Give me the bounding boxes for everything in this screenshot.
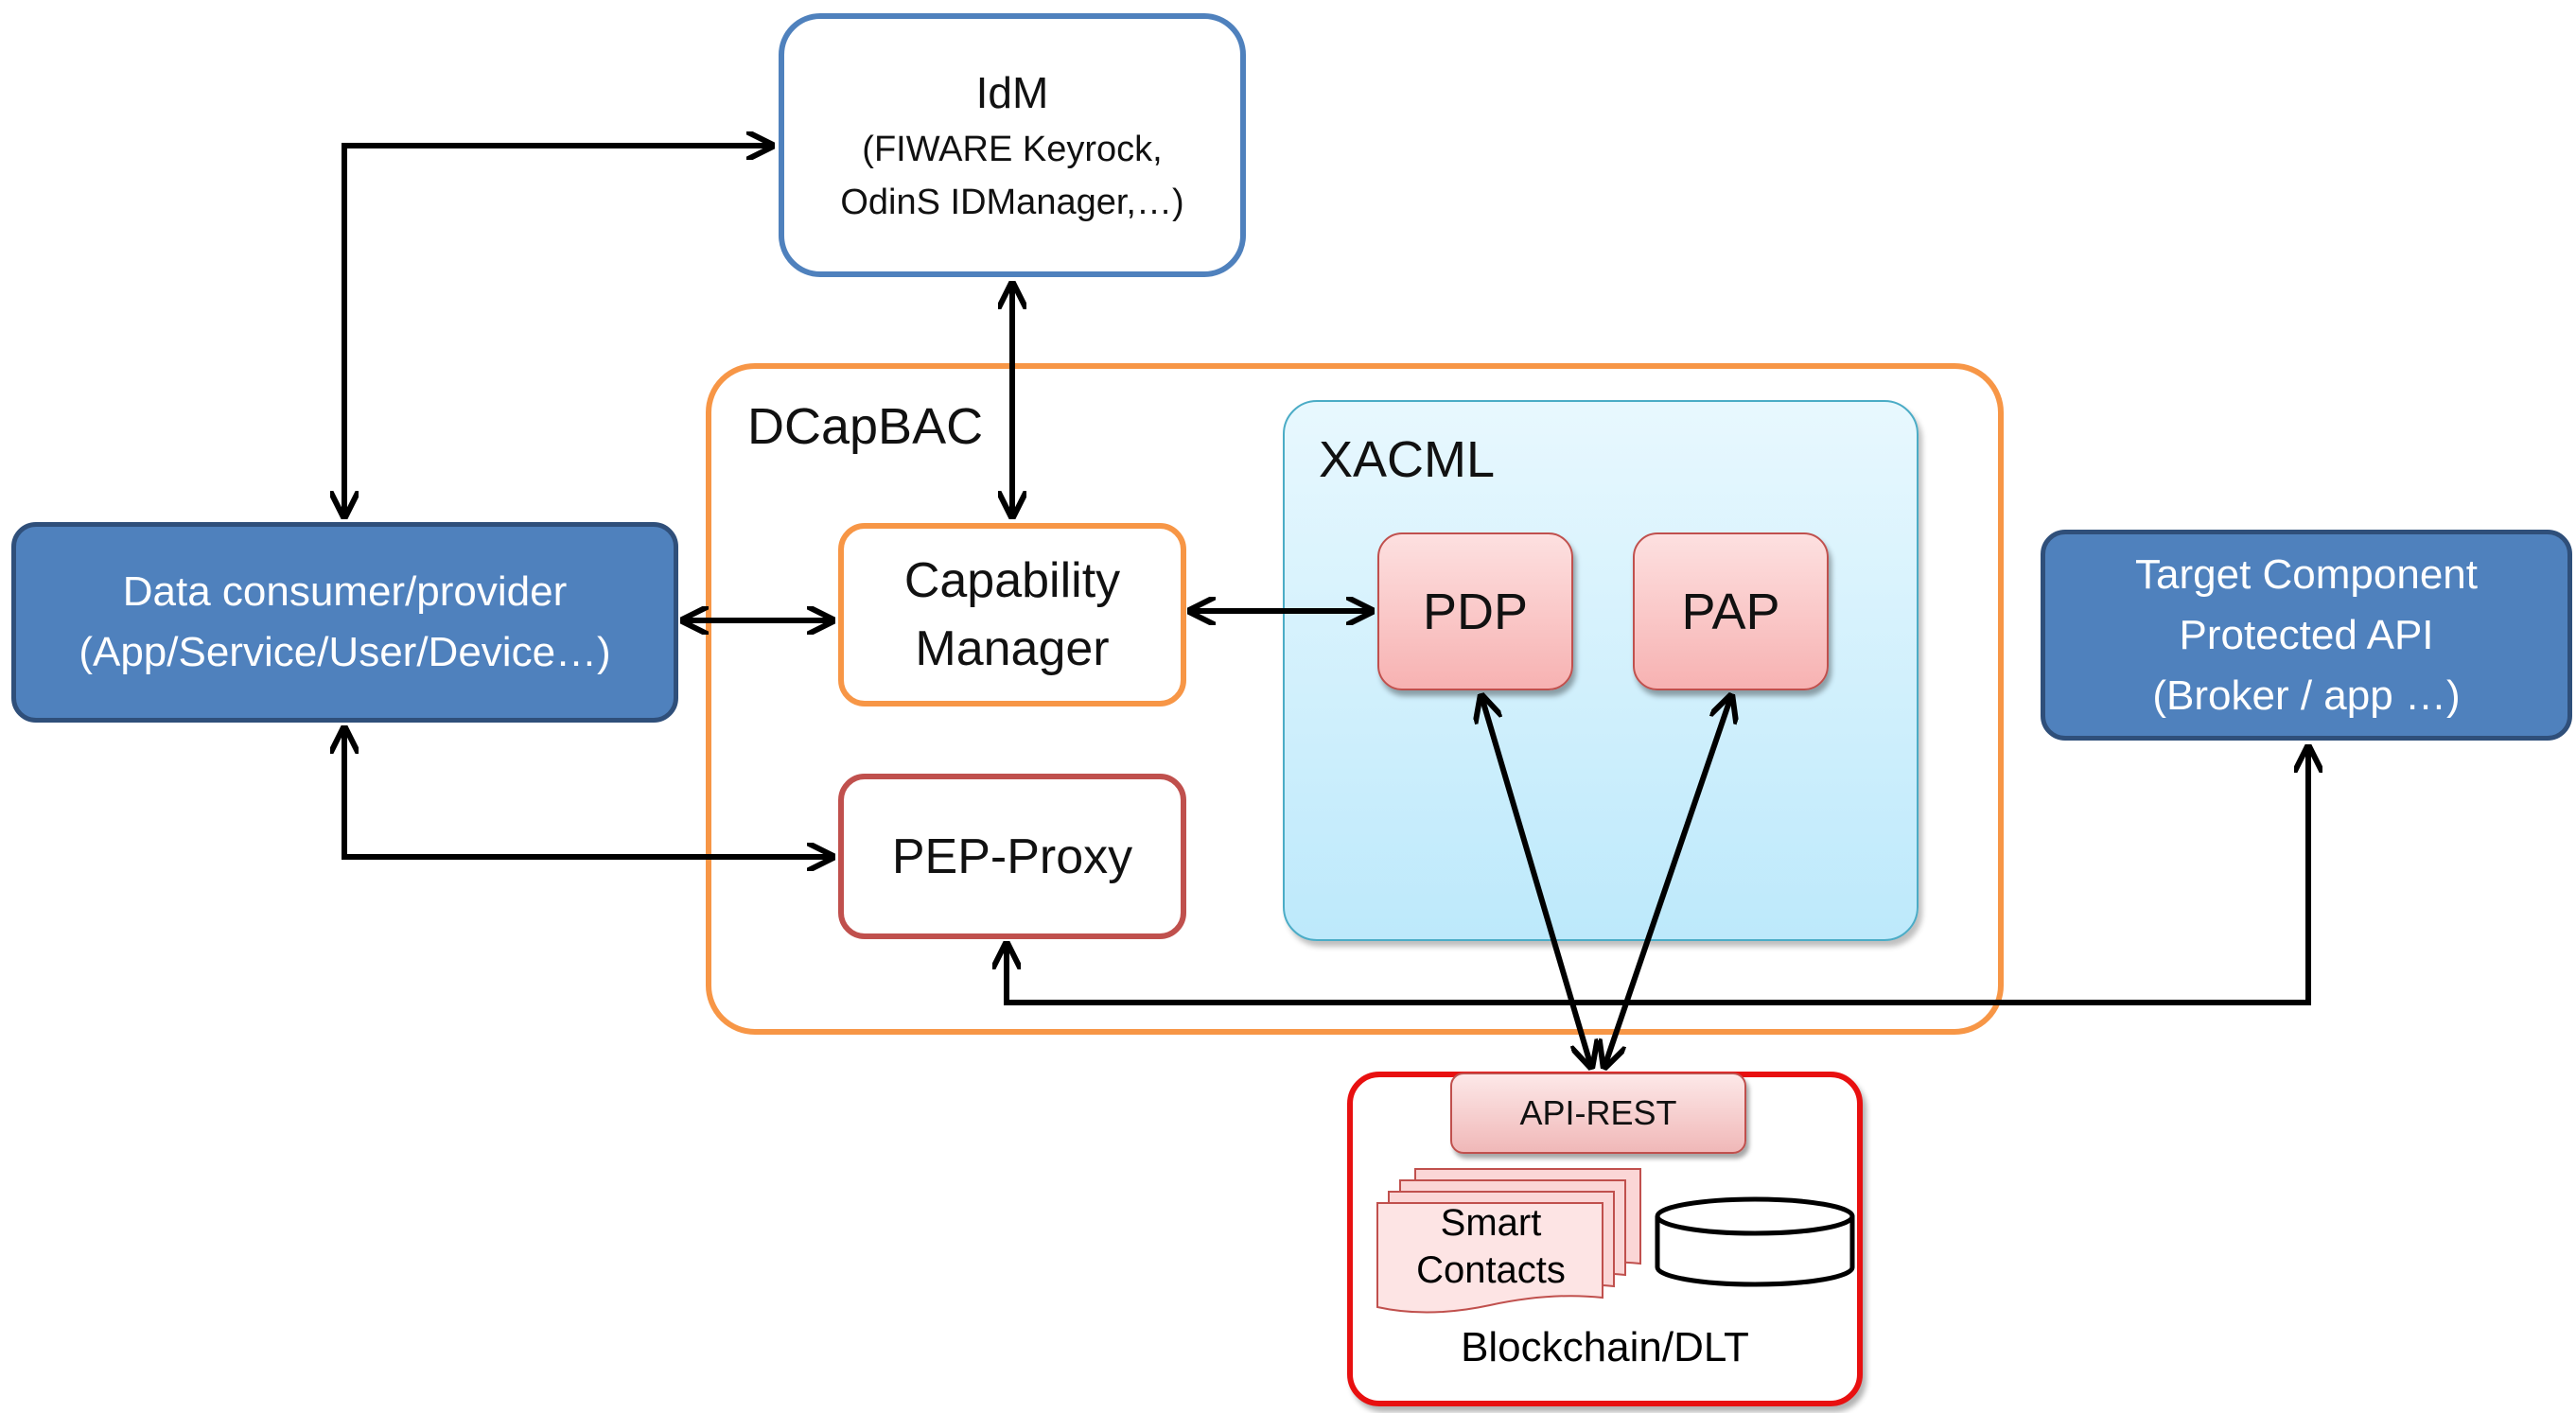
target-line2: Protected API	[2179, 611, 2434, 658]
capability-manager-node: Capability Manager	[838, 523, 1186, 706]
xacml-label: XACML	[1319, 431, 1496, 488]
arrow-pep-target	[1007, 747, 2308, 1005]
idm-title: IdM	[975, 67, 1049, 117]
arrow-consumer-idm	[344, 146, 772, 516]
database-icon	[1655, 1196, 1855, 1287]
dcapbac-container	[706, 363, 2004, 1035]
pdp-node: PDP	[1377, 532, 1573, 690]
data-consumer-node: Data consumer/provider (App/Service/User…	[11, 522, 678, 723]
consumer-line1: Data consumer/provider	[122, 568, 568, 615]
arrow-pdp-blockchain	[1481, 696, 1591, 1067]
target-line3: (Broker / app …)	[2152, 672, 2461, 719]
target-line1: Target Component	[2135, 550, 2478, 598]
smart-contracts-label: Smart Contacts	[1377, 1199, 1604, 1294]
target-component-node: Target Component Protected API (Broker /…	[2041, 530, 2572, 741]
smart-contracts-line1: Smart	[1440, 1202, 1542, 1244]
blockchain-label: Blockchain/DLT	[1461, 1324, 1749, 1370]
consumer-line2: (App/Service/User/Device…)	[79, 629, 611, 675]
capability-manager-line1: Capability	[903, 553, 1121, 608]
pdp-label: PDP	[1422, 583, 1529, 640]
idm-node: IdM (FIWARE Keyrock, OdinS IDManager,…)	[779, 13, 1246, 277]
arrow-consumer-pep	[344, 728, 832, 857]
arrow-pap-blockchain	[1604, 696, 1731, 1067]
smart-contracts-line2: Contacts	[1416, 1249, 1566, 1291]
capability-manager-line2: Manager	[915, 621, 1110, 676]
idm-line3: OdinS IDManager,…)	[840, 182, 1184, 222]
api-rest-node: API-REST	[1450, 1073, 1746, 1154]
idm-line2: (FIWARE Keyrock,	[862, 129, 1163, 169]
api-rest-label: API-REST	[1519, 1093, 1677, 1132]
dcapbac-label: DCapBAC	[747, 398, 984, 455]
smart-contracts-icon	[1376, 1168, 1641, 1314]
pap-label: PAP	[1681, 583, 1780, 640]
